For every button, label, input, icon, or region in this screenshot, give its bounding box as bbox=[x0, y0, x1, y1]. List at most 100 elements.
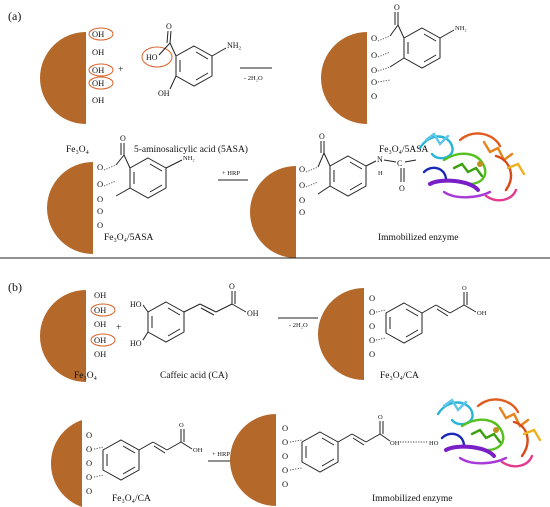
aminosalicylic-acid-structure: O HO OH NH₂ bbox=[141, 22, 242, 98]
surface-oxygen: O bbox=[282, 423, 288, 433]
surface-oxygen: O bbox=[282, 465, 288, 475]
surface-oxygen: O bbox=[97, 179, 103, 189]
enzyme-helix bbox=[512, 420, 529, 458]
fe3o4-particle bbox=[40, 32, 86, 124]
immobilized-enzyme-a: O O O O O N H C O bbox=[250, 132, 417, 258]
oh-group: OH bbox=[94, 290, 106, 300]
alkene-bond bbox=[152, 441, 168, 451]
fe3o4-5asa-caption: Fe₃O₄/5ASA bbox=[379, 145, 429, 155]
ring-double-bond bbox=[167, 328, 181, 337]
ring-double-bond bbox=[405, 308, 419, 317]
ring-double-bond bbox=[122, 445, 136, 454]
enzyme-helix bbox=[460, 418, 505, 452]
condition-label: + HRP bbox=[212, 451, 230, 458]
enzyme-helix bbox=[418, 135, 454, 160]
immobilized-enzyme-caption: Immobilized enzyme bbox=[372, 494, 452, 504]
atom-label: OH bbox=[158, 89, 170, 98]
enzyme-helix bbox=[440, 432, 466, 448]
atom-label: OH bbox=[477, 310, 487, 317]
surface-oxygen: O bbox=[299, 180, 305, 190]
fe3o4-particle bbox=[321, 32, 367, 124]
alkene-bond bbox=[436, 308, 449, 317]
ring-double-bond bbox=[423, 54, 437, 63]
enzyme-helix bbox=[476, 398, 520, 414]
benzene-ring bbox=[403, 27, 441, 69]
surface-oxygen: O bbox=[86, 472, 92, 482]
fe3o4-ca-caption: Fe₃O₄/CA bbox=[380, 371, 419, 381]
bond bbox=[166, 441, 182, 451]
bond bbox=[379, 433, 391, 442]
enzyme-helix bbox=[422, 166, 448, 182]
atom-label: O bbox=[166, 22, 172, 31]
surface-oxygen: O bbox=[97, 206, 103, 216]
oh-highlight-ellipse bbox=[88, 76, 114, 90]
bond bbox=[183, 303, 201, 313]
oh-group: OH bbox=[94, 305, 106, 315]
coordination-bond bbox=[377, 51, 391, 58]
enzyme-helix bbox=[458, 456, 508, 465]
enzyme-helix bbox=[424, 132, 450, 146]
enzyme-loop bbox=[500, 454, 534, 468]
ring-double-bond bbox=[321, 458, 335, 467]
surface-oxygen: O bbox=[371, 50, 377, 60]
surface-oxygen: O bbox=[371, 77, 377, 87]
enzyme-helix bbox=[522, 428, 542, 442]
fe3o4-ca-caption-2: Fe₃O₄/CA bbox=[112, 494, 151, 504]
bond bbox=[115, 187, 131, 197]
oh-highlight-ellipse bbox=[88, 27, 114, 41]
oh-highlight-ellipse bbox=[88, 63, 114, 77]
bond bbox=[142, 331, 149, 341]
oh-group: OH bbox=[92, 47, 104, 57]
benzene-ring bbox=[301, 431, 339, 473]
oh-group-list: OH OH OH OH OH bbox=[88, 27, 114, 105]
ring-double-bond bbox=[349, 161, 363, 170]
enzyme-helix bbox=[494, 154, 513, 192]
coordination-bond bbox=[289, 467, 303, 471]
surface-oxygen: O bbox=[299, 164, 305, 174]
atom-label: O bbox=[179, 422, 184, 429]
condition-label: + HRP bbox=[222, 170, 240, 177]
fe3o4-5asa-caption-2: Fe₃O₄/5ASA bbox=[104, 233, 154, 243]
fe3o4-ca-product: O O O O O O OH bbox=[318, 285, 487, 380]
coordination-bond bbox=[93, 446, 105, 450]
enzyme-helix bbox=[442, 190, 492, 199]
bond bbox=[365, 433, 381, 443]
bond bbox=[337, 433, 353, 443]
surface-oxygen: O bbox=[86, 444, 92, 454]
ring-double-bond bbox=[122, 466, 136, 475]
ring-double-bond bbox=[195, 72, 209, 81]
enzyme-loop bbox=[484, 188, 518, 202]
bond bbox=[323, 152, 331, 167]
coordination-bond bbox=[305, 181, 319, 188]
ring-double-bond bbox=[423, 33, 437, 42]
alkene-bond bbox=[199, 303, 217, 313]
atom-label: OH bbox=[247, 309, 259, 318]
enzyme-helix bbox=[436, 401, 474, 426]
coordination-bond bbox=[377, 35, 391, 42]
ring-double-bond bbox=[149, 184, 163, 193]
atom-label: HO bbox=[130, 300, 142, 309]
bond bbox=[397, 24, 405, 39]
atom-label: O bbox=[229, 282, 235, 291]
panel-a-label: (a) bbox=[8, 9, 21, 23]
bond bbox=[449, 304, 465, 314]
immobilized-enzyme-b: O O O O O O OH HO bbox=[230, 414, 439, 506]
plus-sign: + bbox=[116, 323, 121, 333]
bond bbox=[365, 160, 377, 167]
amide-hydrogen: H bbox=[378, 170, 383, 177]
panel-a: (a) OH OH OH OH OH Fe₃O₄ + bbox=[8, 3, 526, 258]
fe3o4-5asa-reagent: O O O O O O NH₂ bbox=[47, 134, 195, 254]
atom-label: HO bbox=[429, 440, 439, 447]
alkene-bond bbox=[153, 445, 166, 454]
surface-oxygen: O bbox=[86, 458, 92, 468]
coordination-bond bbox=[289, 439, 303, 443]
bond bbox=[389, 57, 405, 68]
bond bbox=[231, 303, 247, 313]
bond bbox=[421, 304, 437, 314]
ring-double-bond bbox=[195, 51, 209, 60]
fe3o4-caption: Fe₃O₄ bbox=[66, 145, 89, 155]
alkene-bond bbox=[435, 304, 451, 314]
aminosalicylic-caption: 5-aminosalicylic acid (5ASA) bbox=[134, 144, 248, 155]
bond bbox=[463, 304, 477, 313]
bond bbox=[169, 75, 177, 90]
